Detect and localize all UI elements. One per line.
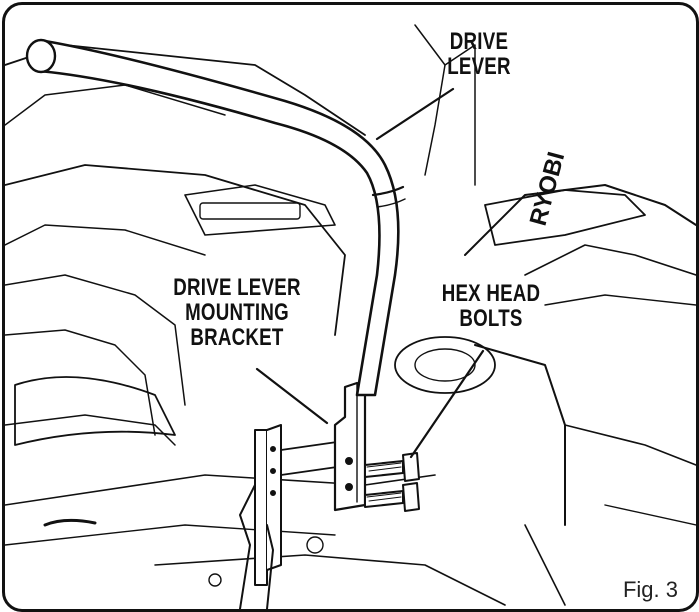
brand-logo: RYOBI [525,149,571,229]
callout-drive-lever: DRIVE LEVER [447,28,511,80]
callout-hex-head-bolts: HEX HEAD BOLTS [441,280,541,332]
figure-label: Fig. 3 [618,575,682,605]
callout-mounting-bracket: DRIVE LEVER MOUNTING BRACKET [173,274,301,351]
mower-line-drawing: RYOBI [5,24,696,609]
